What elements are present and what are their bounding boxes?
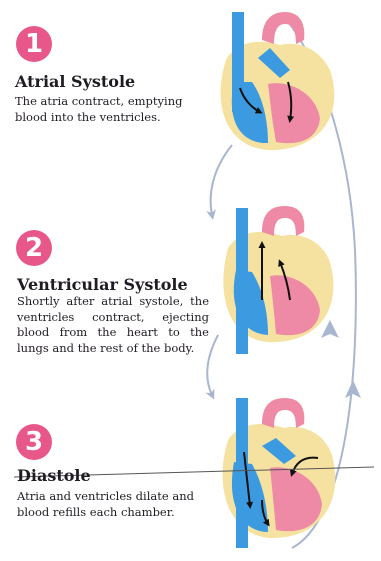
aorta	[262, 398, 304, 428]
step-number-badge: 2	[16, 230, 52, 266]
heart-atrial-systole	[221, 12, 335, 150]
aorta	[262, 12, 304, 44]
cycle-arrowhead-up-1	[321, 320, 339, 338]
vena-cava	[236, 208, 248, 354]
cycle-arrowhead-up-2	[345, 380, 361, 398]
cycle-arrow-1-to-2	[211, 145, 232, 215]
step-description: Atria and ventricles dilate and blood re…	[17, 489, 217, 520]
heart-ventricular-systole	[223, 206, 333, 354]
heart-diastole	[223, 398, 336, 548]
superior-vena-cava	[232, 12, 244, 112]
step-title: Ventricular Systole	[17, 275, 188, 294]
step-title: Diastole	[17, 466, 91, 485]
aorta	[262, 206, 304, 236]
step-description: The atria contract, emptying blood into …	[15, 94, 195, 125]
step-number-badge: 1	[16, 26, 52, 62]
step-number-badge: 3	[16, 424, 52, 460]
step-title: Atrial Systole	[15, 72, 135, 91]
step-description: Shortly after atrial systole, the ventri…	[17, 294, 209, 356]
